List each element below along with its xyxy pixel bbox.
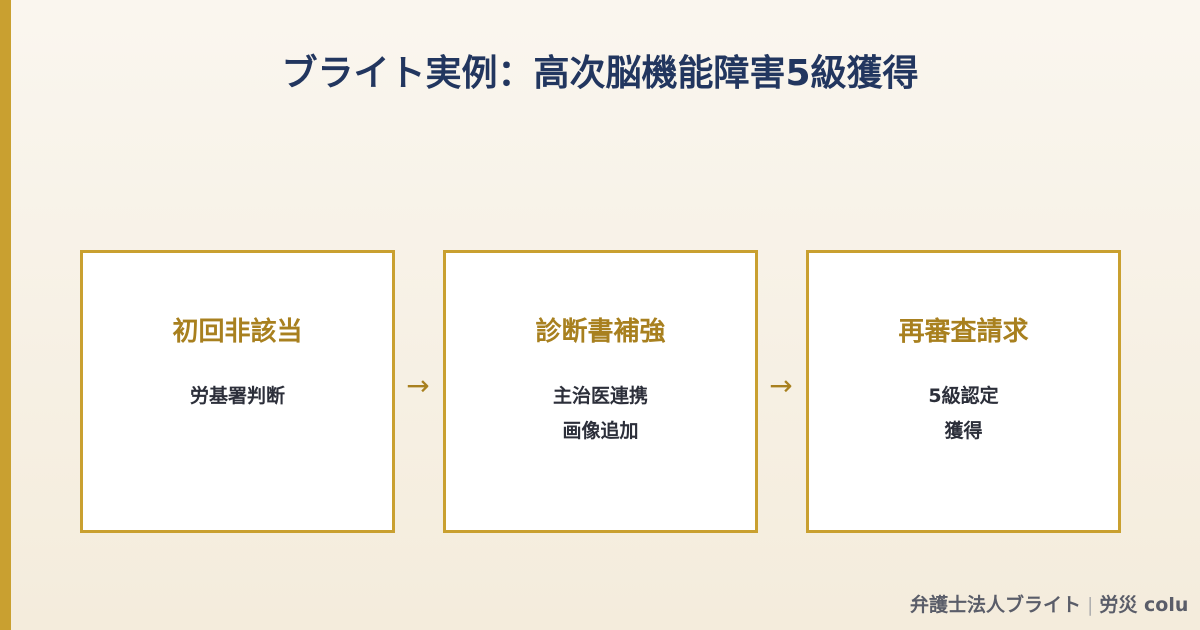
arrow-right-icon: → [769, 369, 793, 402]
step-line: 主治医連携 [552, 385, 648, 407]
step-box-1: 初回非該当 労基署判断 [80, 250, 395, 533]
footer-credit: 弁護士法人ブライト|労災 colu [910, 590, 1188, 617]
step-heading: 再審査請求 [898, 317, 1029, 347]
page-title: ブライト実例：高次脳機能障害5級獲得 [281, 53, 919, 94]
step-box-3: 再審査請求 5級認定 獲得 [806, 250, 1121, 533]
step-description: 5級認定 獲得 [809, 379, 1118, 449]
step-description: 主治医連携 画像追加 [446, 379, 755, 449]
step-description: 労基署判断 [83, 379, 392, 414]
step-heading: 診断書補強 [535, 317, 666, 347]
section-name: 労災 colu [1099, 594, 1189, 616]
arrow-right-icon: → [406, 369, 430, 402]
step-box-2: 診断書補強 主治医連携 画像追加 [443, 250, 758, 533]
firm-name: 弁護士法人ブライト [910, 594, 1082, 616]
step-heading: 初回非該当 [172, 317, 303, 347]
step-line: 労基署判断 [189, 385, 285, 407]
step-line: 5級認定 [928, 385, 999, 407]
step-line: 画像追加 [562, 420, 639, 442]
step-line: 獲得 [944, 420, 983, 442]
footer-separator: | [1087, 594, 1094, 616]
accent-bar [0, 0, 11, 630]
